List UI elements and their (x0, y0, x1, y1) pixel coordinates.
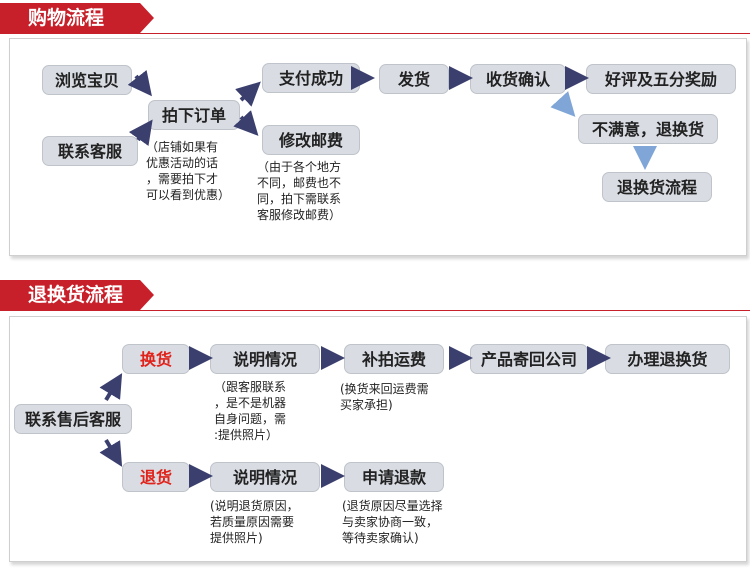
step-refund: 退货 (122, 462, 190, 492)
refund-note: (退货原因尽量选择 与卖家协商一致， 等待卖家确认) (342, 499, 443, 545)
shopping-flow-panel: 浏览宝贝 联系客服 拍下订单 （店铺如果有 优惠活动的话 ，需要拍下才 可以看到… (9, 38, 747, 256)
arrow-service-to-exchange (99, 373, 123, 402)
arrow-order-to-postage (233, 110, 259, 136)
arrow-service-to-order (128, 119, 153, 146)
return-flow-panel: 联系售后客服 换货 退货 说明情况 （跟客服联系 ，是不是机器 自身问题，需 :… (9, 316, 747, 562)
postage-note: （由于各个地方 不同，邮费也不 同，拍下需联系 客服修改邮费） (257, 160, 342, 222)
explain-note-1: （跟客服联系 ，是不是机器 自身问题，需 :提供照片） (214, 380, 287, 442)
step-place-order: 拍下订单 (148, 100, 240, 130)
step-unsatisfied: 不满意，退换货 (578, 114, 718, 144)
step-pay-shipping: 补拍运费 (344, 344, 444, 374)
step-contact-service: 联系客服 (42, 136, 138, 166)
step-pay-success: 支付成功 (262, 63, 360, 93)
arrow-order-to-pay (235, 81, 261, 107)
order-note: （店铺如果有 优惠活动的话 ，需要拍下才 可以看到优惠） (146, 140, 231, 202)
return-flow-header-rule (0, 310, 750, 311)
arrow-browse-to-order (127, 70, 152, 97)
step-exchange: 换货 (122, 344, 190, 374)
step-explain-2: 说明情况 (210, 462, 320, 492)
step-after-sales: 联系售后客服 (14, 404, 132, 434)
step-send-back: 产品寄回公司 (470, 344, 588, 374)
shopping-flow-header: 购物流程 (0, 3, 154, 33)
shipping-note: (换货来回运费需 买家承担) (340, 382, 429, 412)
step-confirm-receipt: 收货确认 (470, 64, 566, 94)
step-apply-refund: 申请退款 (344, 462, 444, 492)
step-process-return: 办理退换货 (605, 344, 730, 374)
step-return-flow: 退换货流程 (602, 172, 712, 202)
explain-note-2: (说明退货原因， 若质量原因需要 提供照片) (210, 499, 299, 545)
arrow-confirm-to-unsatisfied (550, 91, 576, 117)
shopping-flow-header-rule (0, 33, 750, 34)
step-good-review: 好评及五分奖励 (586, 64, 736, 94)
return-flow-header: 退换货流程 (0, 280, 154, 310)
step-explain-1: 说明情况 (210, 344, 320, 374)
step-ship: 发货 (379, 64, 449, 94)
step-modify-postage: 修改邮费 (262, 125, 360, 155)
arrow-service-to-refund (99, 438, 123, 467)
step-browse: 浏览宝贝 (42, 65, 132, 95)
